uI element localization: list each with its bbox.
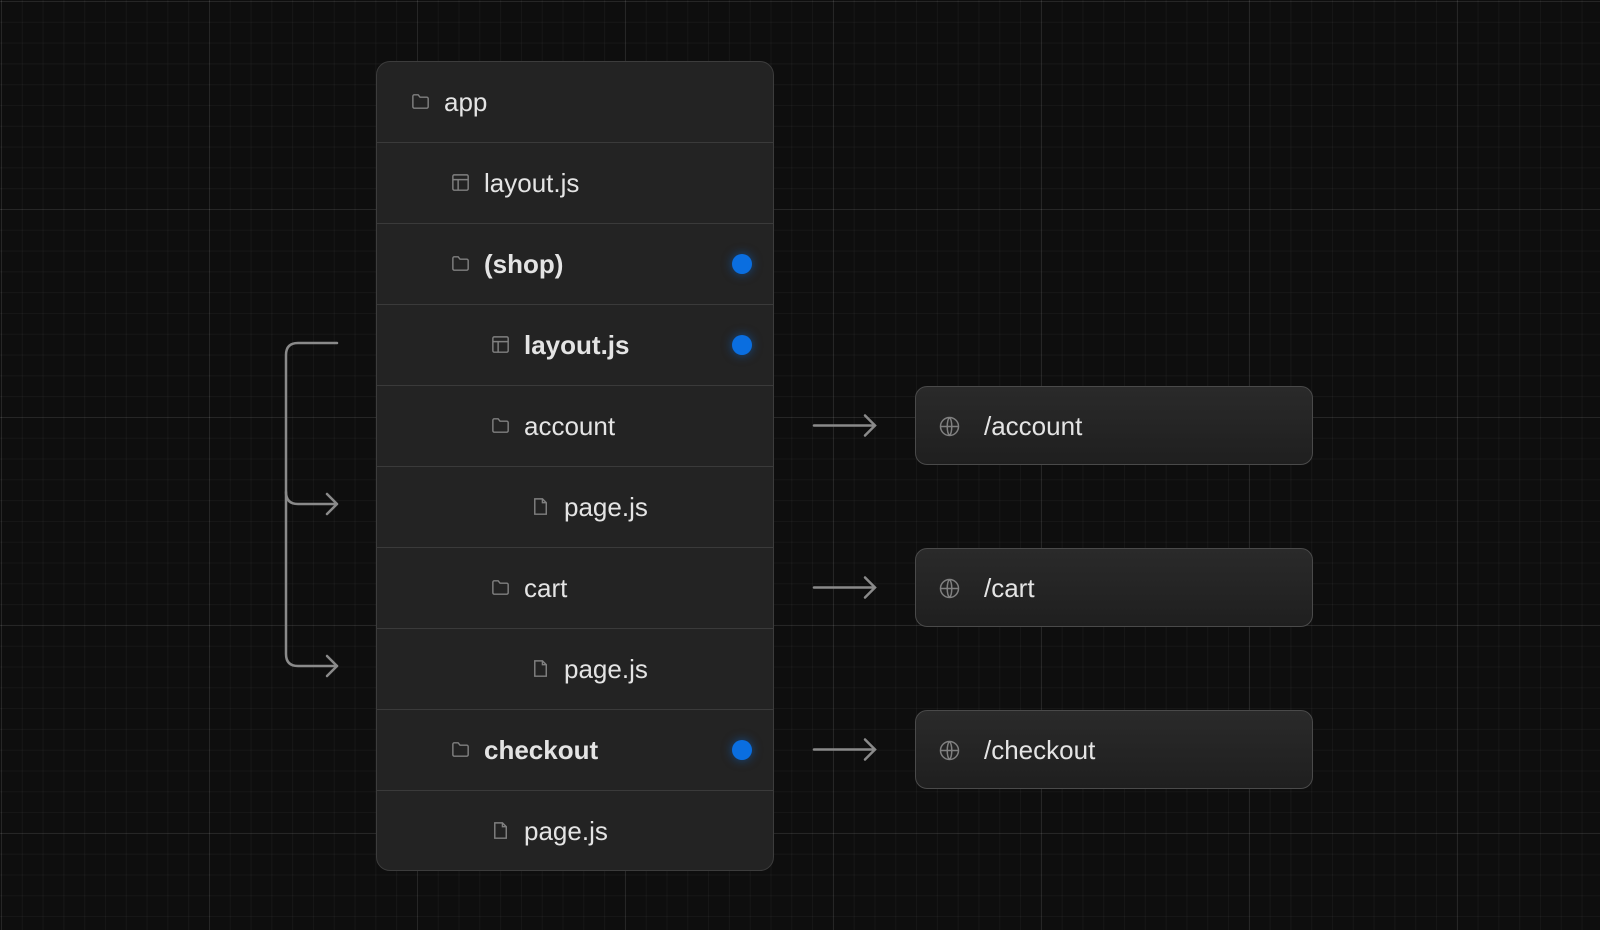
tree-item-label: page.js [564,492,648,522]
tree-item[interactable]: page.js [377,467,773,548]
route-arrow [812,414,877,437]
route-url: /cart [915,548,1313,627]
tree-item[interactable]: layout.js [377,305,773,386]
layout-icon [452,174,469,191]
tree-item-label: checkout [484,735,599,765]
route-label: /checkout [984,735,1096,765]
layout-icon [492,336,509,353]
folder-icon [452,256,469,271]
tree-item-label: account [524,411,616,441]
folder-icon [492,418,509,433]
route-arrow [812,738,877,761]
tree-item-label: app [444,87,488,117]
marker-dot [732,335,752,355]
file-icon [494,822,507,839]
tree-item-label: page.js [564,654,648,684]
tree-item[interactable]: page.js [377,629,773,710]
marker-dot [732,254,752,274]
marker-dot [732,740,752,760]
globe-icon [939,416,960,437]
tree-item-label: layout.js [524,330,630,360]
bracket-arrow-cart-page [325,654,339,678]
tree-item[interactable]: cart [377,548,773,629]
tree-item[interactable]: (shop) [377,224,773,305]
tree-item[interactable]: app [377,62,773,143]
bracket-arrow-account-page [284,490,339,516]
file-icon [534,660,547,677]
folder-icon [492,580,509,595]
tree-item[interactable]: account [377,386,773,467]
tree-item-label: layout.js [484,168,580,198]
globe-icon [939,740,960,761]
route-url: /account [915,386,1313,465]
file-tree-panel: app layout.js (shop) layout.js account page.j… [376,61,774,871]
route-label: /cart [984,573,1035,603]
tree-item-label: page.js [524,816,608,846]
folder-icon [412,94,429,109]
globe-icon [939,578,960,599]
tree-item-label: cart [524,573,568,603]
route-label: /account [984,411,1083,441]
tree-item[interactable]: checkout [377,710,773,791]
folder-icon [452,742,469,757]
tree-item[interactable]: layout.js [377,143,773,224]
route-url: /checkout [915,710,1313,789]
file-icon [534,498,547,515]
tree-item[interactable]: page.js [377,791,773,870]
tree-item-label: (shop) [484,249,564,279]
route-arrow [812,576,877,599]
layout-bracket [284,341,339,668]
